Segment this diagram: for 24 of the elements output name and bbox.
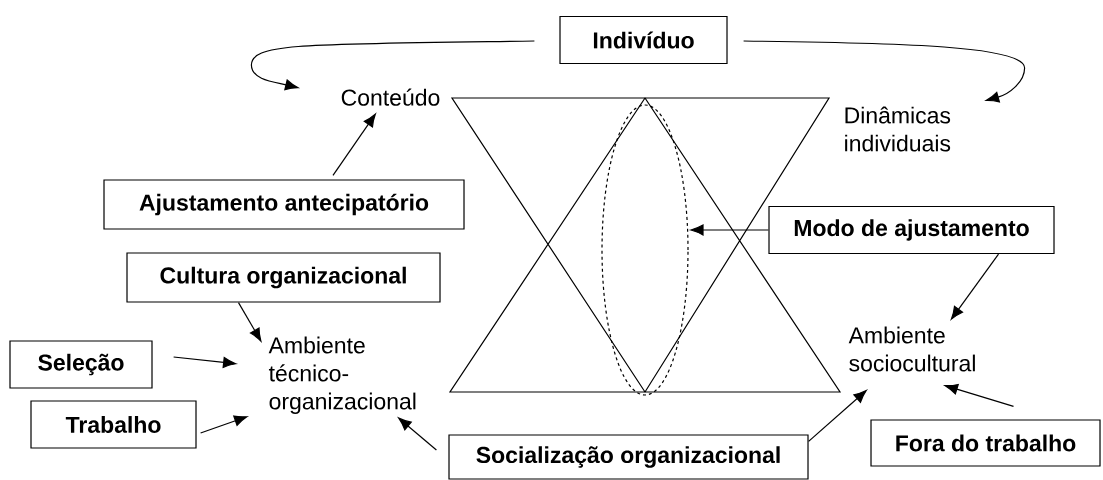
arrow	[200, 415, 248, 434]
label-text: Conteúdo	[341, 88, 440, 106]
arrow	[398, 417, 437, 451]
label-box: Modo de ajustamento	[768, 205, 1055, 255]
label-box: Trabalho	[30, 400, 197, 449]
label-box: Indivíduo	[559, 15, 728, 65]
label-box: Fora do trabalho	[870, 419, 1101, 467]
arrow	[332, 113, 376, 176]
label-box: Ajustamento antecipatório	[103, 179, 465, 230]
arrow	[743, 40, 1026, 103]
arrow	[173, 356, 237, 368]
arrow	[250, 40, 535, 91]
label-box: Socialização organizacional	[448, 434, 809, 480]
label-text: Ambiente técnico-organizacional	[268, 336, 416, 415]
label-text: Dinâmicas individuais	[845, 106, 951, 152]
label-text: Ambiente sociocultural	[848, 326, 975, 372]
label-box: Cultura organizacional	[126, 252, 441, 303]
arrow	[808, 389, 867, 442]
label-box: Seleção	[9, 340, 153, 389]
arrow	[237, 302, 262, 342]
arrow	[944, 383, 1015, 407]
arrow	[950, 253, 1000, 320]
arrow	[690, 224, 769, 236]
dashed-ellipse	[601, 104, 689, 396]
